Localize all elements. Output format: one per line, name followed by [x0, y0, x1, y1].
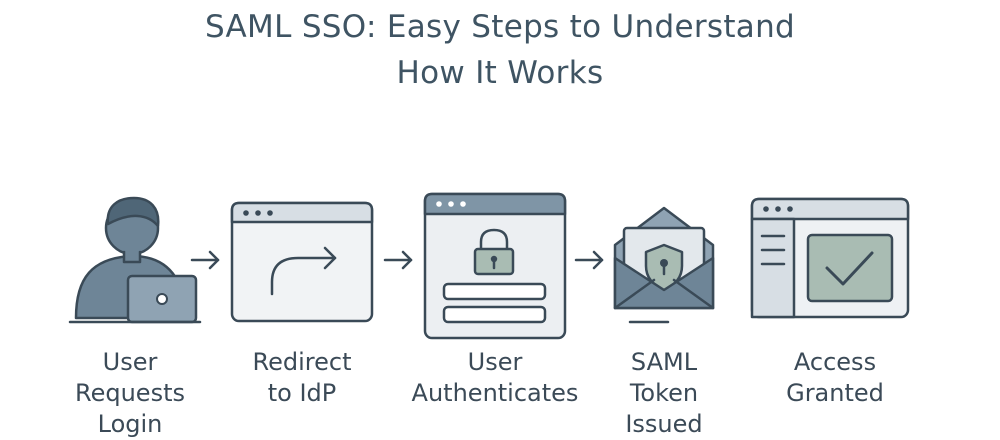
- step-1-label-line-2: Requests: [75, 379, 185, 407]
- title-line-1: SAML SSO: Easy Steps to Understand: [205, 9, 795, 45]
- browser-login-lock-icon: [423, 192, 567, 340]
- step-3-label-line-1: User: [467, 348, 523, 376]
- user-laptop-icon: [68, 196, 202, 324]
- flow-diagram: [68, 192, 910, 340]
- step-4-label-line-3: Issued: [625, 410, 703, 438]
- browser-checkmark-icon: [750, 197, 910, 319]
- step-1-label-line-1: User: [102, 348, 158, 376]
- arrow-icon-2: [383, 250, 413, 270]
- step-label-redirect-to-idp: Redirect to IdP: [227, 347, 377, 409]
- step-4-label-line-1: SAML: [630, 348, 698, 376]
- title-line-2: How It Works: [396, 55, 604, 91]
- step-5-label-line-2: Granted: [786, 379, 884, 407]
- arrow-icon-3: [574, 250, 604, 270]
- step-2-label-line-1: Redirect: [252, 348, 352, 376]
- diagram-title: SAML SSO: Easy Steps to Understand How I…: [0, 4, 1000, 96]
- step-5-label-line-1: Access: [793, 348, 877, 376]
- arrow-icon-1: [190, 250, 220, 270]
- step-label-access-granted: Access Granted: [765, 347, 905, 409]
- step-1-label-line-3: Login: [97, 410, 163, 438]
- step-label-saml-token-issued: SAML Token Issued: [604, 347, 724, 440]
- envelope-shield-icon: [613, 206, 715, 324]
- step-4-label-line-2: Token: [629, 379, 699, 407]
- step-label-user-authenticates: User Authenticates: [405, 347, 585, 409]
- browser-redirect-icon: [230, 201, 374, 323]
- step-3-label-line-2: Authenticates: [411, 379, 579, 407]
- step-label-user-requests-login: User Requests Login: [55, 347, 205, 440]
- step-2-label-line-2: to IdP: [267, 379, 337, 407]
